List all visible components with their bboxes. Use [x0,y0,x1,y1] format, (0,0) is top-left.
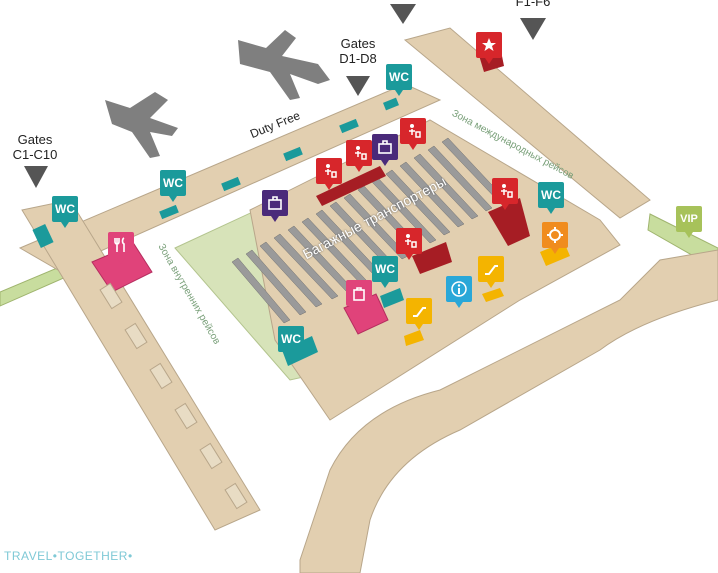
wc-icon[interactable]: WC [160,170,186,202]
luggage-storage-icon[interactable] [372,134,398,166]
check-in-icon[interactable] [316,158,342,190]
concourse [18,83,442,271]
check-in-icon[interactable] [400,118,426,150]
info-icon[interactable] [446,276,472,308]
escalator-icon[interactable] [478,256,504,288]
baggage-belts [231,137,507,324]
gate-d-range: D1-D8 [339,51,377,66]
escalators [404,242,570,346]
pier-gates [99,282,248,510]
wc-icon[interactable]: WC [386,64,412,96]
escalator-icon[interactable] [406,298,432,330]
gate-f-label: F1-F6 [498,0,568,9]
shopping-bag-icon[interactable] [346,280,372,312]
gate-e-arrow [390,4,416,24]
star-service-icon[interactable] [476,32,502,64]
vip-lounge-icon[interactable]: VIP [676,206,702,238]
gate-d-label: Gates D1-D8 [323,36,393,66]
check-in-icon[interactable] [346,140,372,172]
wc-icon[interactable]: WC [52,196,78,228]
gate-c-title: Gates [17,132,53,147]
watermark: TRAVEL•TOGETHER• [4,549,133,563]
gate-f-range: F1-F6 [515,0,551,9]
check-in-icon[interactable] [492,178,518,210]
gate-c-label: Gates C1-C10 [0,132,70,162]
road [299,249,718,573]
gate-f-arrow [520,18,546,40]
airplane-icon [238,30,330,100]
wc-icon[interactable]: WC [538,182,564,214]
gate-c-arrow [24,166,48,188]
gate-c-range: C1-C10 [12,147,58,162]
wc-icon[interactable]: WC [278,326,304,358]
gate-d-title: Gates [340,36,376,51]
luggage-storage-icon[interactable] [262,190,288,222]
restaurant-icon[interactable] [108,232,134,264]
airplane-icon [105,92,178,158]
gate-d-arrow [346,76,370,96]
currency-exchange-icon[interactable] [542,222,568,254]
concourse [403,27,651,219]
wc-icon[interactable]: WC [372,256,398,288]
check-in-icon[interactable] [396,228,422,260]
